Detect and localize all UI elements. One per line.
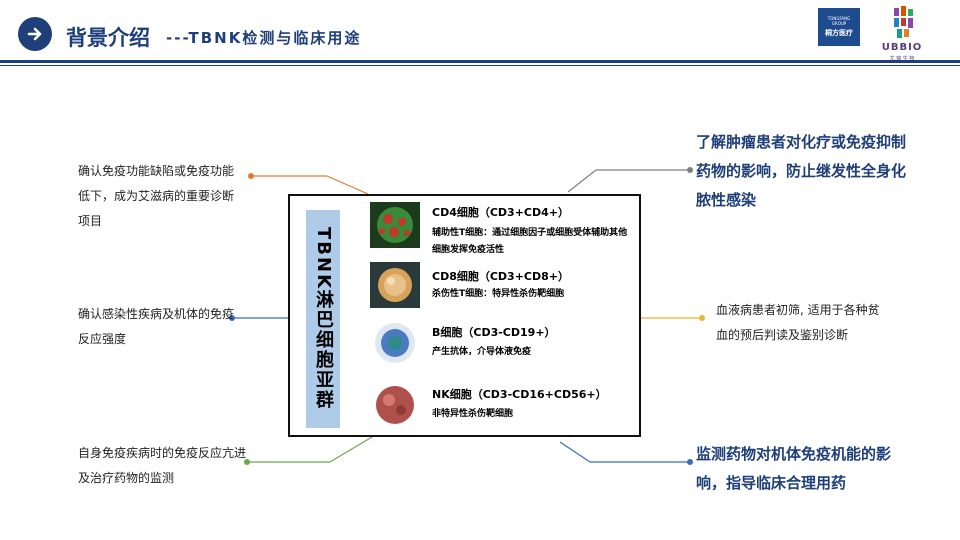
connector-left-1 [248, 173, 369, 195]
page-subtitle: ---TBNK检测与临床用途 [166, 29, 362, 47]
connector-right-1 [567, 167, 693, 193]
logo-line2: GROUP [831, 21, 847, 26]
logo-line1: TONGFANG [827, 16, 851, 21]
right-item-3: 监测药物对机体免疫机能的影响，指导临床合理用药 [696, 445, 892, 492]
right-item-1: 了解肿瘤患者对化疗或免疫抑制药物的影响，防止继发性全身化脓性感染 [696, 133, 907, 209]
ubbio-logo: UBBIO 尤 锦 生 物 [866, 6, 938, 62]
vertical-title: TBNK淋巴细胞亚群 [313, 227, 334, 411]
page-title: 背景介绍 [66, 26, 150, 50]
left-item-3: 自身免疫疾病时的免疫反应亢进及治疗药物的监测 [78, 446, 247, 485]
connector-right-3 [559, 441, 693, 465]
connector-right-2 [641, 315, 705, 321]
arrow-right-icon [18, 17, 52, 51]
header-divider-thin [0, 65, 960, 66]
nk-cell-desc: 非特异性杀伤靶细胞 [432, 409, 514, 419]
cd4-cell-desc: 辅助性T细胞：通过细胞因子或细胞受体辅助其他细胞发挥免疫活性 [432, 228, 628, 255]
connector-left-3 [244, 436, 373, 465]
connector-left-2 [229, 315, 288, 321]
b-cell-name: B细胞（CD3-CD19+） [432, 326, 556, 339]
logo-ubbio-cn: 尤 锦 生 物 [889, 56, 915, 62]
b-cell-desc: 产生抗体，介导体液免疫 [432, 347, 532, 357]
left-item-2: 确认感染性疾病及机体的免疫反应强度 [78, 307, 235, 346]
tongfang-logo: TONGFANG GROUP 桐方医疗 [818, 8, 860, 46]
nk-cell-icon [370, 382, 420, 428]
cd8-cell-desc: 杀伤性T细胞：特异性杀伤靶细胞 [432, 289, 565, 299]
cd8-cell-name: CD8细胞（CD3+CD8+） [432, 270, 570, 283]
logo-name: 桐方医疗 [825, 29, 853, 37]
cd4-cell-name: CD4细胞（CD3+CD4+） [432, 206, 570, 219]
header-divider [0, 60, 960, 63]
right-item-2: 血液病患者初筛, 适用于各种贫血的预后判读及鉴别诊断 [716, 303, 880, 342]
nk-cell-name: NK细胞（CD3-CD16+CD56+） [432, 388, 607, 401]
ubbio-mark-icon [894, 6, 913, 38]
b-cell-icon [370, 320, 420, 366]
logo-ubbio-name: UBBIO [881, 42, 923, 53]
cd4-cell-icon [370, 202, 420, 248]
vertical-title-bar [306, 210, 340, 428]
tbnk-panel: TBNK淋巴细胞亚群 CD4细胞（CD3+CD4+） 辅助性T细胞：通过细胞因子… [288, 194, 641, 437]
header: 背景介绍 ---TBNK检测与临床用途 TONGFANG GROUP 桐方医疗 … [0, 0, 960, 68]
cd8-cell-icon [370, 262, 420, 308]
left-item-1: 确认免疫功能缺陷或免疫功能低下，成为艾滋病的重要诊断项目 [78, 164, 235, 228]
